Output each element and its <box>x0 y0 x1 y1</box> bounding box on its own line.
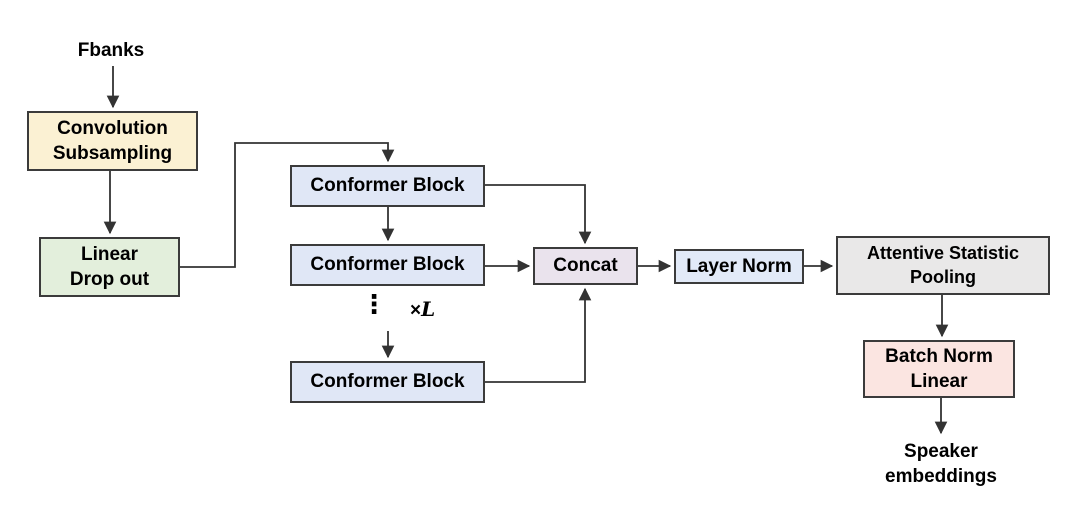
batch-norm-linear-box: Batch Norm Linear <box>863 340 1015 398</box>
conformer-block-1-box: Conformer Block <box>290 165 485 207</box>
vertical-ellipsis: ⋮ <box>361 290 387 320</box>
repeat-count: L <box>421 297 436 321</box>
repeat-times-l-label: ×L <box>410 297 435 322</box>
conformer-block-3-box: Conformer Block <box>290 361 485 403</box>
output-label-speaker-embeddings: Speaker embeddings <box>885 441 997 488</box>
linear-dropout-box: Linear Drop out <box>39 237 180 297</box>
conformer-block-2-box: Conformer Block <box>290 244 485 286</box>
arrow-conformer3-to-concat-bottom <box>485 287 592 383</box>
arrow-linear-to-conformer1 <box>180 142 395 268</box>
arrow-conformer1-to-concat-top <box>485 184 592 245</box>
input-label-fbanks: Fbanks <box>77 40 145 61</box>
attentive-statistic-pooling-box: Attentive Statistic Pooling <box>836 236 1050 295</box>
convolution-subsampling-box: Convolution Subsampling <box>27 111 198 171</box>
layer-norm-box: Layer Norm <box>674 249 804 284</box>
times-symbol: × <box>410 300 422 321</box>
concat-box: Concat <box>533 247 638 285</box>
